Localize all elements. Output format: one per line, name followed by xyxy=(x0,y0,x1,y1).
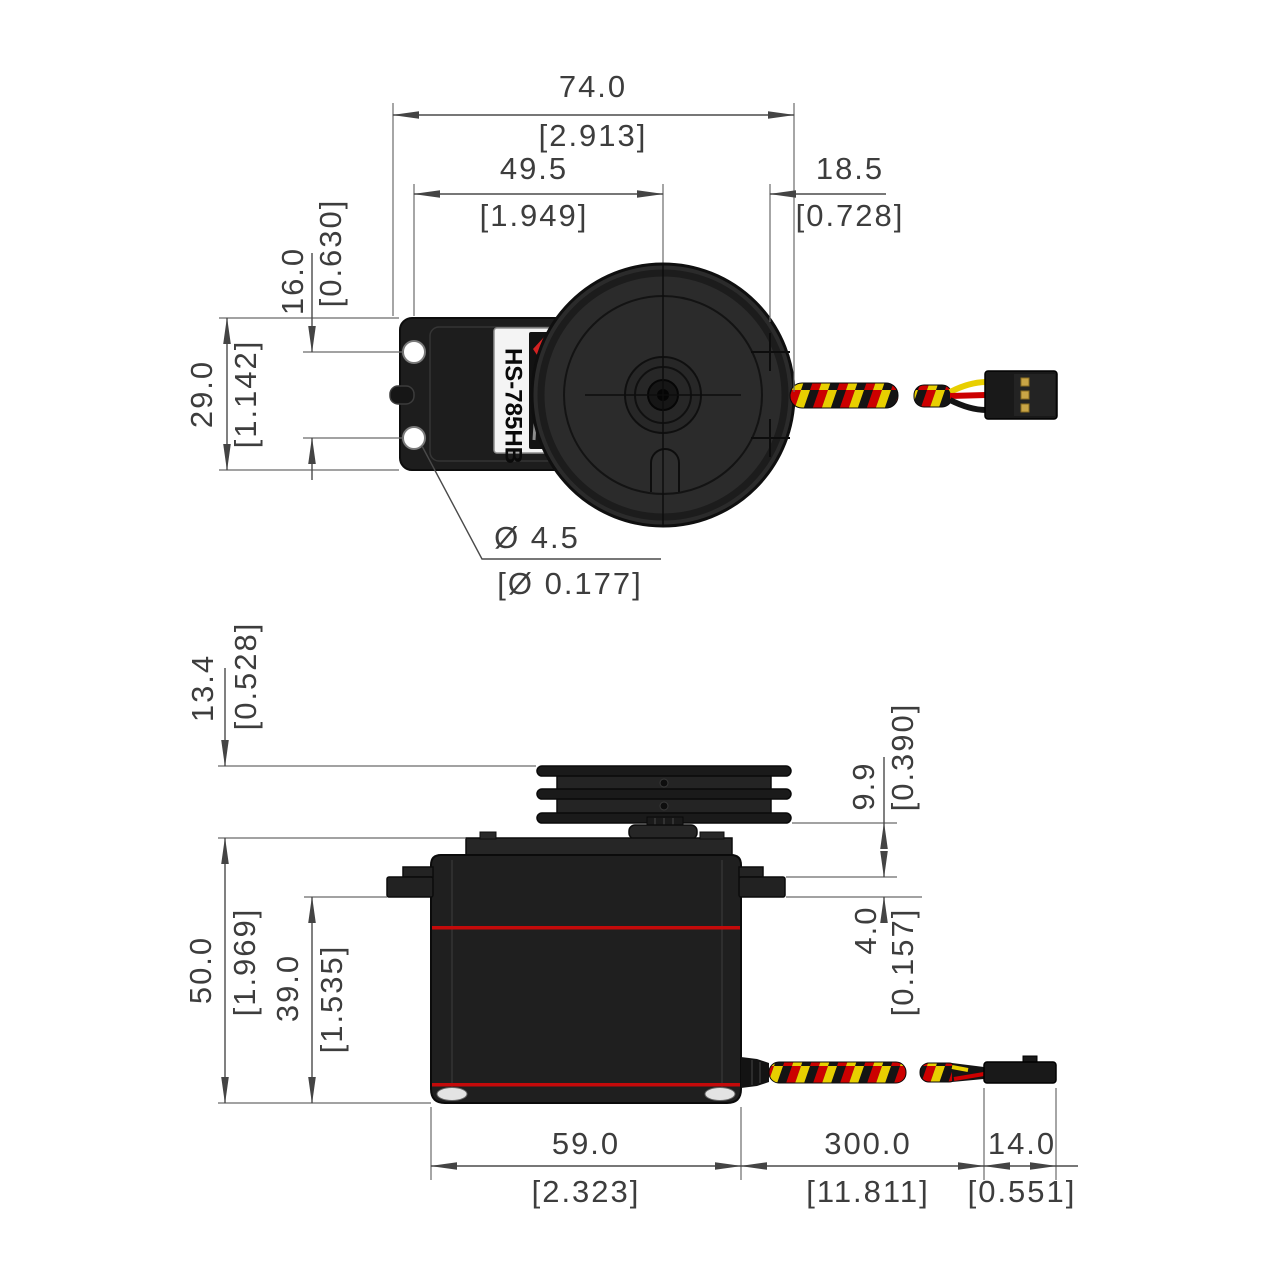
connector-top xyxy=(984,370,1058,420)
dimensions-top: 74.0 [2.913] 49.5 [1.949] 18.5 [0.728] 2… xyxy=(184,69,905,601)
dim-hole-dia-inch: [Ø 0.177] xyxy=(497,566,643,601)
case-body-side xyxy=(430,854,742,1104)
case-top-plate xyxy=(465,837,733,857)
dimensions-side: 13.4 [0.528] 50.0 [1.969] 39.0 [1.535] 9… xyxy=(183,622,1078,1209)
dim-50-0-mm: 50.0 xyxy=(183,936,218,1004)
twisted-wire xyxy=(768,1061,907,1084)
drum-hole-marks xyxy=(751,333,790,457)
dim-14-0-inch: [0.551] xyxy=(968,1174,1077,1209)
drum-face-hole xyxy=(659,778,669,788)
dim-hole-dia-mm: Ø 4.5 xyxy=(494,520,580,555)
dim-4-0-mm: 4.0 xyxy=(848,905,883,954)
mount-hole-bottom xyxy=(402,426,426,450)
connector-pin xyxy=(1020,390,1030,400)
wire-yellow xyxy=(951,1065,969,1072)
mount-hole-top xyxy=(402,340,426,364)
dim-18-5-mm: 18.5 xyxy=(816,151,884,186)
dim-16-0-mm: 16.0 xyxy=(275,247,310,315)
case-foot-right xyxy=(704,1087,736,1101)
wire-black xyxy=(948,397,987,413)
red-stripe-lower xyxy=(432,1083,740,1087)
connector-side xyxy=(983,1055,1057,1084)
dim-300-0-mm: 300.0 xyxy=(824,1126,912,1161)
dim-13-4-mm: 13.4 xyxy=(185,654,220,722)
dim-39-0-mm: 39.0 xyxy=(270,954,305,1022)
dim-29-0-mm: 29.0 xyxy=(184,360,219,428)
servo-cable-side xyxy=(741,1055,1057,1088)
dim-39-0-inch: [1.535] xyxy=(314,945,349,1054)
winch-drum-top xyxy=(530,262,796,528)
winch-drum-side xyxy=(536,765,792,824)
top-view: HS-785HB xyxy=(184,69,1058,601)
dim-50-0-inch: [1.969] xyxy=(227,908,262,1017)
dim-13-4-inch: [0.528] xyxy=(228,622,263,731)
leader-hole-diameter xyxy=(421,445,661,560)
dim-59-0-mm: 59.0 xyxy=(552,1126,620,1161)
connector-pin xyxy=(1020,403,1030,413)
wire-red xyxy=(949,392,987,399)
servo-cable-top xyxy=(789,370,1058,420)
side-view: 13.4 [0.528] 50.0 [1.969] 39.0 [1.535] 9… xyxy=(183,622,1078,1209)
dim-49-5-mm: 49.5 xyxy=(500,151,568,186)
mount-flange-left xyxy=(386,876,434,898)
dim-18-5-inch: [0.728] xyxy=(796,198,905,233)
dim-14-0-mm: 14.0 xyxy=(988,1126,1056,1161)
dim-4-0-inch: [0.157] xyxy=(885,908,920,1017)
red-stripe-upper xyxy=(432,926,740,930)
dim-9-9-mm: 9.9 xyxy=(846,761,881,810)
wire-red xyxy=(953,1072,985,1081)
dim-overall-length-mm: 74.0 xyxy=(559,69,627,104)
dim-49-5-inch: [1.949] xyxy=(480,198,589,233)
cable-grommet xyxy=(741,1057,769,1088)
drum-face-hole xyxy=(659,801,669,811)
dim-59-0-inch: [2.323] xyxy=(532,1174,641,1209)
dim-29-0-inch: [1.142] xyxy=(228,340,263,449)
output-hub xyxy=(628,824,698,840)
servo-case-side xyxy=(386,765,792,1104)
drum-slot xyxy=(650,448,680,492)
dim-overall-length-inch: [2.913] xyxy=(539,118,648,153)
dim-300-0-inch: [11.811] xyxy=(806,1174,929,1209)
flange-notch xyxy=(389,385,415,405)
wire-yellow xyxy=(948,379,987,395)
connector-pin xyxy=(1020,377,1030,387)
twisted-wire xyxy=(789,382,899,409)
mount-flange-right xyxy=(738,876,786,898)
dim-16-0-inch: [0.630] xyxy=(313,199,348,308)
model-number: HS-785HB xyxy=(500,348,527,464)
case-foot-left xyxy=(436,1087,468,1101)
dim-9-9-inch: [0.390] xyxy=(885,703,920,812)
twisted-wire-after-break xyxy=(913,384,953,408)
